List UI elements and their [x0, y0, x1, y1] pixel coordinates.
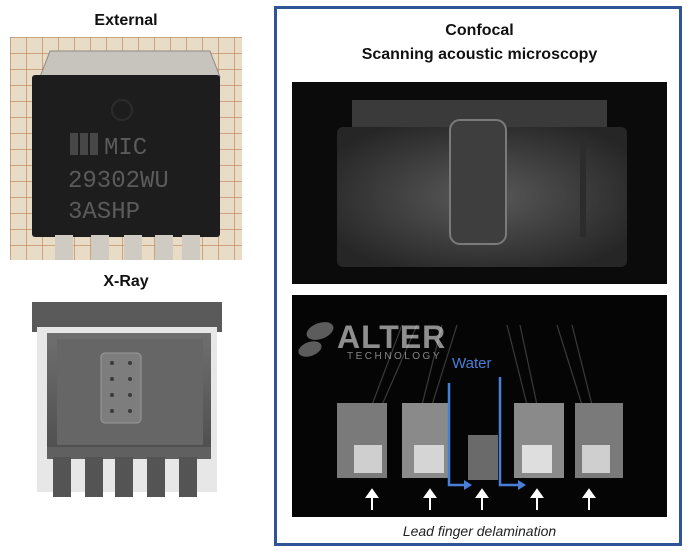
alter-logo-text: ALTER [337, 319, 447, 355]
alter-logo-tagline: TECHNOLOGY [347, 351, 443, 362]
xray-title: X-Ray [103, 273, 149, 290]
chip-marking-line3: 3ASHP [68, 199, 140, 226]
confocal-title-line1: Confocal [445, 22, 514, 39]
sam-top-image [292, 82, 667, 284]
confocal-title-line2: Scanning acoustic microscopy [361, 46, 598, 63]
xray-image [7, 297, 247, 507]
external-photo: MIC 29302WU 3ASHP [10, 37, 242, 260]
external-title: External [94, 12, 158, 29]
water-label: Water [452, 355, 492, 372]
chip-marking-line2: 29302WU [68, 168, 169, 195]
chip-marking-line1: MIC [104, 135, 147, 162]
delamination-caption: Lead finger delamination [402, 523, 557, 539]
sam-bottom-image: ALTER TECHNOLOGY Water [292, 295, 667, 517]
